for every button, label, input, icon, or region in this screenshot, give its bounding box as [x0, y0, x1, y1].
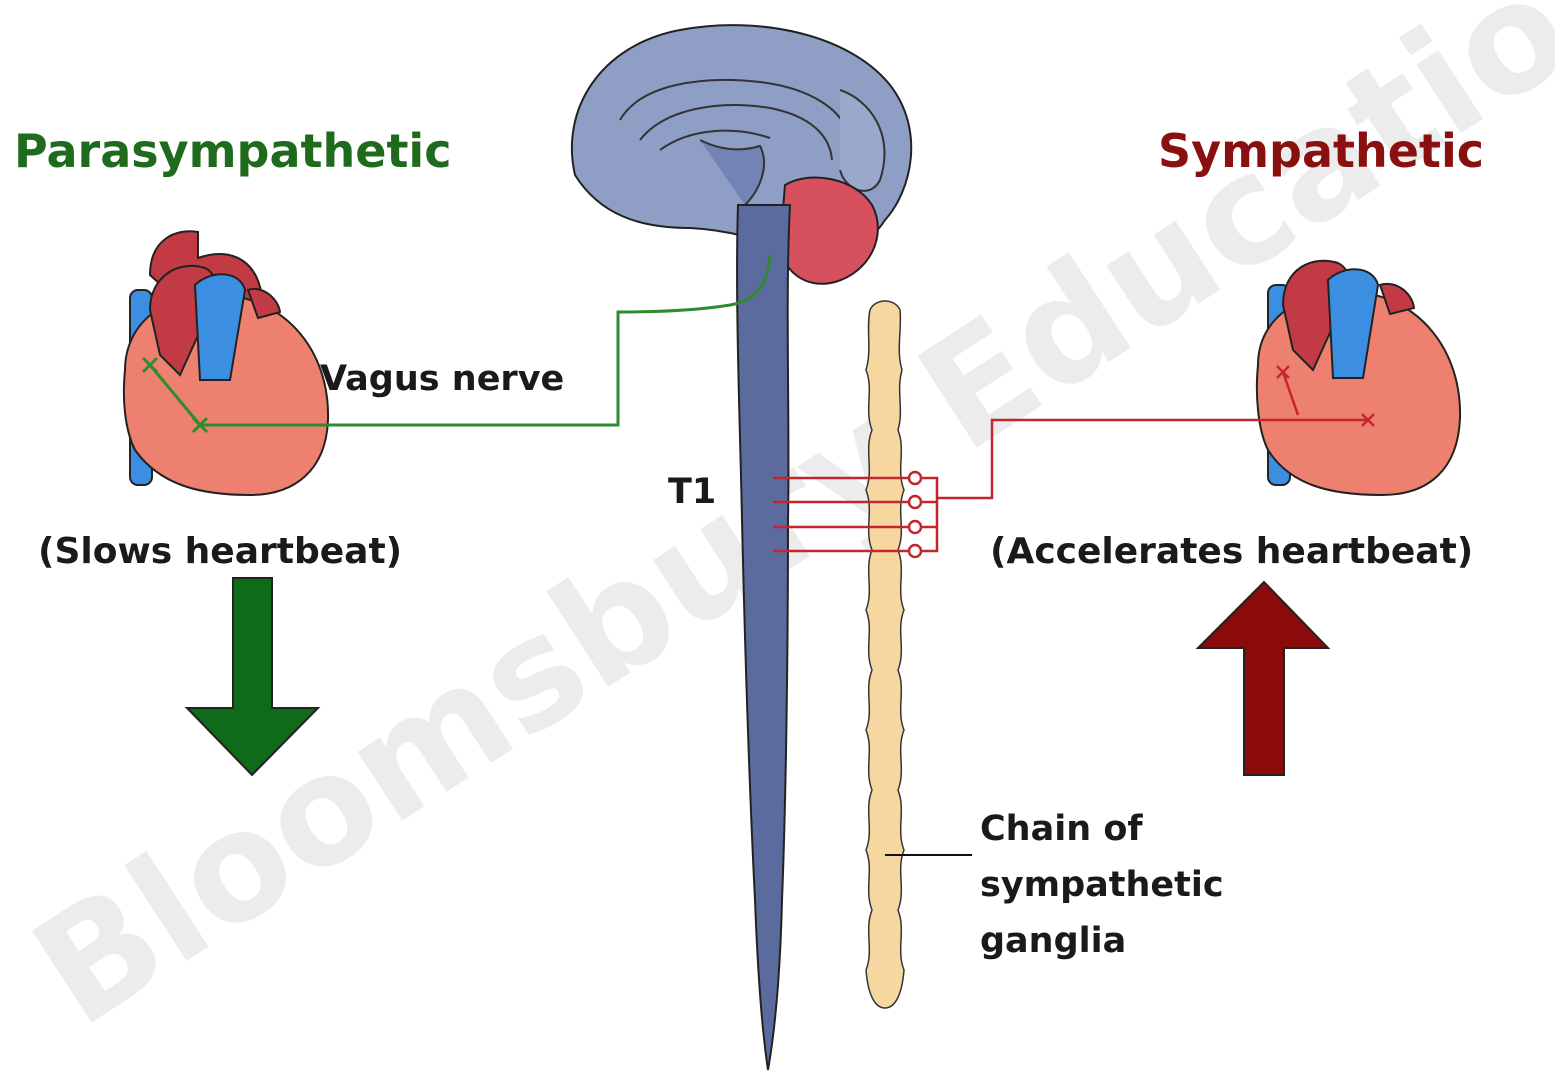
chain-label-line-2: sympathetic — [980, 868, 1224, 903]
parasympathetic-title: Parasympathetic — [14, 128, 451, 174]
chain-label-line-3: ganglia — [980, 924, 1126, 959]
heart-left-icon — [124, 231, 328, 495]
cerebellum-icon — [780, 178, 878, 284]
spinal-cord-icon — [737, 205, 790, 1070]
chain-label-line-1: Chain of — [980, 812, 1143, 847]
slows-heartbeat-label: (Slows heartbeat) — [38, 534, 402, 570]
t1-label: T1 — [668, 475, 716, 510]
arrow-down-icon — [187, 578, 318, 775]
sympathetic-title: Sympathetic — [1158, 128, 1484, 174]
vagus-nerve-label: Vagus nerve — [320, 362, 564, 397]
arrow-up-icon — [1198, 582, 1328, 775]
accelerates-heartbeat-label: (Accelerates heartbeat) — [990, 534, 1473, 570]
sympathetic-chain-icon — [866, 301, 904, 1008]
